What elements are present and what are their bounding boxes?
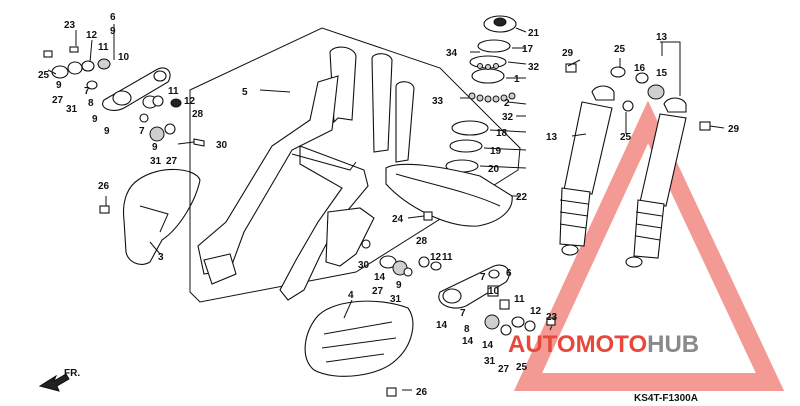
watermark-word-1: AUTO bbox=[508, 331, 576, 358]
callout: 25 bbox=[620, 132, 632, 143]
watermark-word-2: MOTO bbox=[576, 331, 648, 358]
callout: 27 bbox=[498, 364, 510, 375]
callout: 7 bbox=[460, 308, 466, 319]
callout: 30 bbox=[358, 260, 370, 271]
svg-text:AUTOMOTOHUB: AUTOMOTOHUB bbox=[508, 331, 699, 358]
callout-numbers: 23 12 6 9 11 10 25 9 27 31 8 9 7 9 11 12… bbox=[38, 12, 740, 398]
callout: 26 bbox=[98, 181, 110, 192]
callout: 3 bbox=[158, 252, 164, 263]
callout: 32 bbox=[502, 112, 514, 123]
callout: 13 bbox=[656, 32, 668, 43]
callout: 12 bbox=[530, 306, 542, 317]
callout: 12 bbox=[430, 252, 442, 263]
callout: 25 bbox=[614, 44, 626, 55]
callout: 15 bbox=[656, 68, 668, 79]
callout: 10 bbox=[488, 286, 500, 297]
watermark-text: AUTOMOTOHUB bbox=[508, 331, 699, 358]
callout: 18 bbox=[496, 128, 508, 139]
callout: 19 bbox=[490, 146, 502, 157]
lower-linkage-group bbox=[361, 239, 556, 336]
callout: 4 bbox=[348, 290, 354, 301]
callout: 20 bbox=[488, 164, 500, 175]
callout: 14 bbox=[462, 336, 474, 347]
upper-linkage-group bbox=[43, 46, 205, 147]
callout: 21 bbox=[528, 28, 540, 39]
callout: 25 bbox=[38, 70, 50, 81]
callout: 31 bbox=[390, 294, 402, 305]
callout: 23 bbox=[546, 312, 558, 323]
callout: 24 bbox=[392, 214, 404, 225]
fork-body bbox=[189, 27, 521, 303]
callout: 29 bbox=[562, 48, 574, 59]
callout: 27 bbox=[52, 95, 64, 106]
callout: 31 bbox=[66, 104, 78, 115]
callout: 9 bbox=[110, 26, 116, 37]
callout: 29 bbox=[728, 124, 740, 135]
callout: 2 bbox=[504, 98, 510, 109]
callout: 31 bbox=[484, 356, 496, 367]
steering-stem-group bbox=[385, 15, 517, 227]
callout: 34 bbox=[446, 48, 458, 59]
callout: 8 bbox=[464, 324, 470, 335]
callout: 1 bbox=[514, 74, 520, 85]
shock-absorbers bbox=[559, 63, 711, 268]
callout: 26 bbox=[416, 387, 428, 398]
callout: 9 bbox=[92, 114, 98, 125]
callout: 23 bbox=[64, 20, 76, 31]
callout: 8 bbox=[88, 98, 94, 109]
callout: 22 bbox=[516, 192, 528, 203]
callout: 30 bbox=[216, 140, 228, 151]
callout: 14 bbox=[374, 272, 386, 283]
watermark-word-3: HUB bbox=[647, 331, 699, 358]
callout: 17 bbox=[522, 44, 534, 55]
callout: 9 bbox=[56, 80, 62, 91]
callout: 11 bbox=[514, 294, 525, 305]
callout: 13 bbox=[546, 132, 558, 143]
front-direction-arrow: FR. bbox=[38, 368, 80, 392]
diagram-code: KS4T-F1300A bbox=[634, 393, 698, 404]
callout: 25 bbox=[516, 362, 528, 373]
mudguard bbox=[304, 300, 414, 397]
leader-lines bbox=[47, 24, 725, 391]
callout: 16 bbox=[634, 63, 646, 74]
callout: 12 bbox=[86, 30, 98, 41]
callout: 5 bbox=[242, 87, 248, 98]
callout: 32 bbox=[528, 62, 540, 73]
callout: 6 bbox=[110, 12, 116, 23]
callout: 33 bbox=[432, 96, 444, 107]
callout: 12 bbox=[184, 96, 196, 107]
callout: 31 bbox=[150, 156, 162, 167]
callout: 7 bbox=[84, 86, 90, 97]
callout: 27 bbox=[372, 286, 384, 297]
callout: 6 bbox=[506, 268, 512, 279]
callout: 11 bbox=[98, 42, 109, 53]
callout: 14 bbox=[436, 320, 448, 331]
watermark-logo bbox=[513, 100, 785, 391]
callout: 9 bbox=[104, 126, 110, 137]
callout: 7 bbox=[480, 272, 486, 283]
callout: 14 bbox=[482, 340, 494, 351]
callout: 11 bbox=[442, 252, 453, 263]
callout: 9 bbox=[152, 142, 158, 153]
callout: 11 bbox=[168, 86, 179, 97]
callout: 28 bbox=[416, 236, 428, 247]
callout: 7 bbox=[139, 126, 145, 137]
callout: 28 bbox=[192, 109, 204, 120]
callout: 9 bbox=[396, 280, 402, 291]
callout: 27 bbox=[166, 156, 178, 167]
direction-label: FR. bbox=[64, 368, 80, 379]
front-guard bbox=[99, 168, 201, 265]
callout: 10 bbox=[118, 52, 130, 63]
